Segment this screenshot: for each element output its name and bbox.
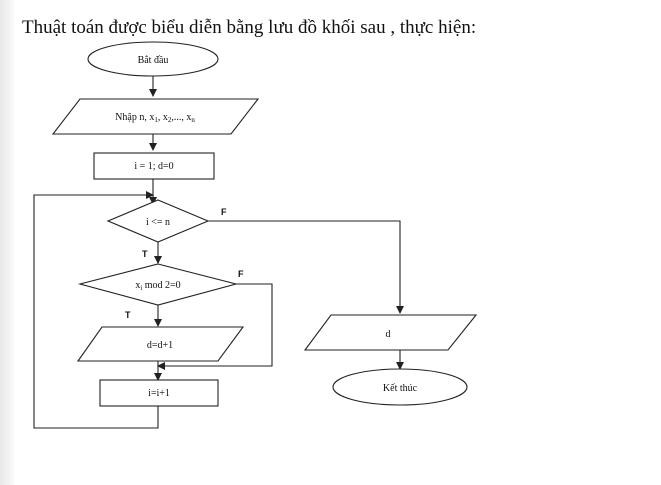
increment-d-parallelogram	[76, 326, 245, 362]
input-parallelogram	[51, 98, 260, 135]
parity-true-flag: T	[125, 310, 131, 320]
increment-i-process	[99, 379, 219, 407]
parity-condition-label: xi mod 2=0	[135, 280, 180, 292]
end-terminal	[332, 368, 468, 406]
loop-false-flag: F	[221, 207, 227, 217]
arrow-cond1-false	[208, 220, 404, 314]
start-label: Bắt đầu	[138, 55, 169, 66]
parity-condition-diamond	[77, 263, 239, 306]
arrow-cond2-false	[157, 283, 273, 370]
problem-title: Thuật toán được biểu diễn bằng lưu đồ kh…	[22, 17, 477, 38]
start-terminal	[87, 41, 219, 77]
loop-condition-diamond	[106, 199, 210, 243]
increment-i-label: i=i+1	[148, 388, 170, 399]
output-parallelogram	[303, 314, 478, 351]
parity-false-flag: F	[238, 269, 244, 279]
output-label: d	[386, 329, 391, 340]
left-edge-shade	[0, 0, 14, 485]
init-process	[93, 152, 215, 180]
loop-condition-label: i <= n	[146, 217, 170, 228]
increment-d-label: d=d+1	[147, 340, 173, 351]
arrow-loop-back	[33, 191, 159, 429]
input-label: Nhập n, x1, x2,..., xn	[115, 112, 195, 124]
loop-true-flag: T	[142, 249, 148, 259]
end-label: Kết thúc	[383, 383, 418, 394]
init-label: i = 1; d=0	[134, 161, 173, 172]
